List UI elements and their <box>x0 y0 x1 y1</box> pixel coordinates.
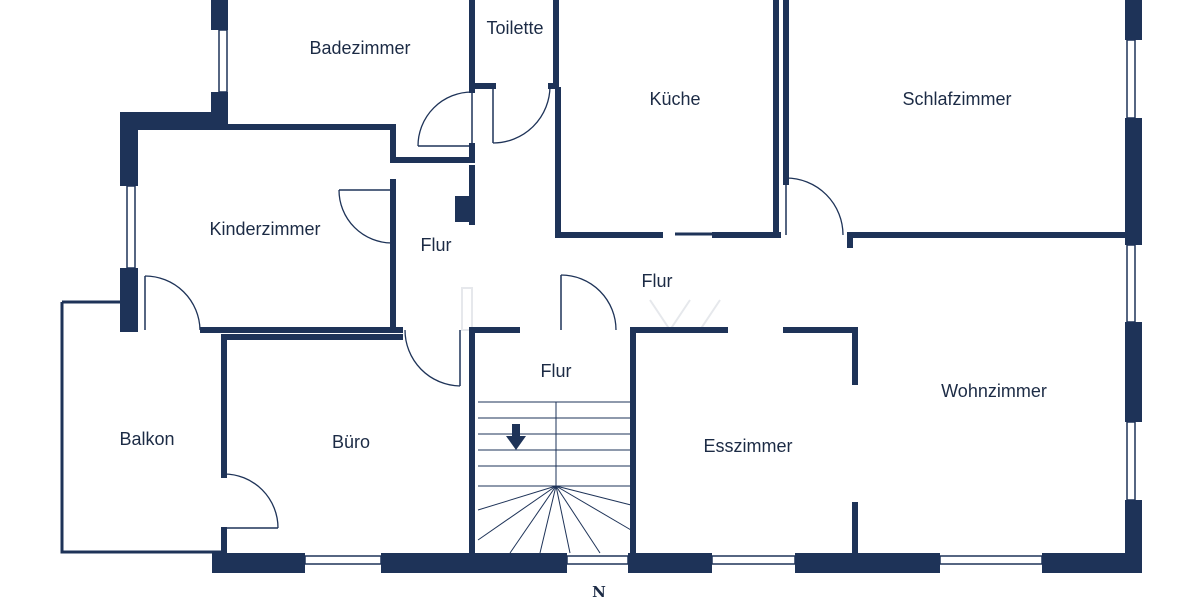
room-label-buero: Büro <box>332 432 370 452</box>
room-label-flur-1: Flur <box>421 235 452 255</box>
room-label-esszimmer: Esszimmer <box>704 436 793 456</box>
stair-down-arrow-icon <box>506 424 526 450</box>
room-labels: Badezimmer Toilette Küche Schlafzimmer K… <box>119 18 1046 600</box>
door-kinderzimmer-balkon <box>144 275 201 331</box>
room-label-toilette: Toilette <box>486 18 543 38</box>
windows <box>126 29 1136 565</box>
door-schlafzimmer <box>785 177 844 236</box>
north-indicator: N <box>592 583 606 600</box>
room-label-kueche: Küche <box>649 89 700 109</box>
room-label-badezimmer: Badezimmer <box>309 38 410 58</box>
door-kinderzimmer <box>338 189 393 244</box>
staircase <box>477 401 632 554</box>
inner-walls <box>200 0 1128 556</box>
room-label-kinderzimmer: Kinderzimmer <box>209 219 320 239</box>
watermark <box>461 287 721 332</box>
door-badezimmer <box>417 90 473 147</box>
room-label-flur-3: Flur <box>541 361 572 381</box>
outer-walls <box>60 0 1142 573</box>
room-label-balkon: Balkon <box>119 429 174 449</box>
door-stair-flur <box>560 274 617 331</box>
door-balkon <box>223 473 279 529</box>
door-buero <box>404 329 461 387</box>
room-label-wohnzimmer: Wohnzimmer <box>941 381 1047 401</box>
door-toilette <box>492 85 551 144</box>
doors <box>144 85 844 529</box>
room-label-flur-2: Flur <box>642 271 673 291</box>
room-label-schlafzimmer: Schlafzimmer <box>902 89 1011 109</box>
